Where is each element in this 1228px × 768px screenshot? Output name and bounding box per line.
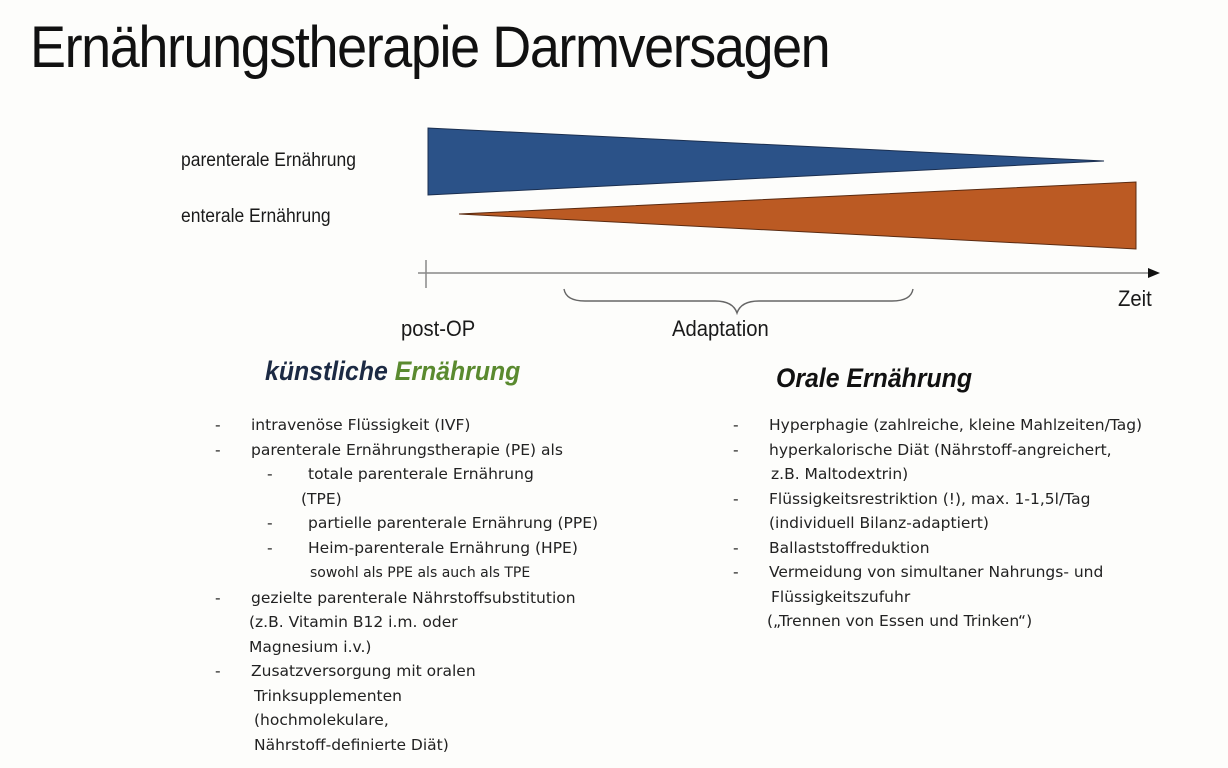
- list-subitem: -Heim-parenterale Ernährung (HPE): [267, 538, 578, 557]
- list-continuation: („Trennen von Essen und Trinken“): [767, 612, 1033, 630]
- list-item: -hyperkalorische Diät (Nährstoff-angreic…: [733, 440, 1112, 459]
- list-item: -gezielte parenterale Nährstoffsubstitut…: [215, 588, 576, 607]
- list-continuation: (hochmolekulare,: [254, 711, 389, 729]
- axis-label-zeit: Zeit: [1118, 286, 1152, 311]
- slide-title: Ernährungstherapie Darmversagen: [30, 15, 831, 80]
- list-continuation: (TPE): [301, 489, 342, 508]
- parenteral-wedge: [427, 127, 1105, 196]
- list-item: -Hyperphagie (zahlreiche, kleine Mahlzei…: [733, 416, 1143, 434]
- enteral-label: enterale Ernährung: [181, 206, 331, 227]
- list-continuation: Flüssigkeitszufuhr: [771, 587, 911, 606]
- list-item: -Ballaststoffreduktion: [733, 538, 930, 557]
- artificial-nutrition-list: -intravenöse Flüssigkeit (IVF) -parenter…: [215, 413, 598, 757]
- oral-nutrition-heading: Orale Ernährung: [776, 363, 973, 393]
- list-item: -Zusatzversorgung mit oralen: [215, 662, 476, 680]
- list-subitem: -totale parenterale Ernährung: [267, 465, 534, 483]
- list-item: -Vermeidung von simultaner Nahrungs- und: [733, 563, 1104, 581]
- list-subitem: -partielle parenterale Ernährung (PPE): [267, 514, 599, 532]
- list-continuation: Nährstoff-definierte Diät): [254, 735, 449, 754]
- heading-part-kuenstliche: künstliche: [265, 356, 388, 386]
- parenteral-label: parenterale Ernährung: [181, 150, 356, 171]
- nutrition-timeline-diagram: [418, 127, 1160, 316]
- heading-part-ernaehrung: Ernährung: [394, 356, 521, 386]
- list-item: -Flüssigkeitsrestriktion (!), max. 1-1,5…: [733, 489, 1091, 508]
- list-continuation: (z.B. Vitamin B12 i.m. oder: [249, 613, 458, 631]
- list-continuation: Trinksupplementen: [254, 686, 402, 705]
- list-item: -parenterale Ernährungstherapie (PE) als: [215, 440, 563, 459]
- enteral-wedge: [458, 181, 1137, 250]
- artificial-nutrition-heading: künstliche Ernährung: [265, 356, 520, 387]
- adaptation-label: Adaptation: [672, 316, 769, 341]
- list-continuation: (individuell Bilanz-adaptiert): [769, 514, 989, 532]
- time-axis-arrowhead: [1148, 268, 1160, 278]
- oral-nutrition-list: -Hyperphagie (zahlreiche, kleine Mahlzei…: [733, 413, 1142, 634]
- list-item: -intravenöse Flüssigkeit (IVF): [215, 416, 471, 434]
- list-continuation: z.B. Maltodextrin): [771, 465, 909, 483]
- list-continuation: Magnesium i.v.): [249, 637, 372, 656]
- adaptation-brace: [563, 288, 914, 316]
- postop-label: post-OP: [401, 316, 476, 341]
- list-continuation: sowohl als PPE als auch als TPE: [310, 565, 531, 581]
